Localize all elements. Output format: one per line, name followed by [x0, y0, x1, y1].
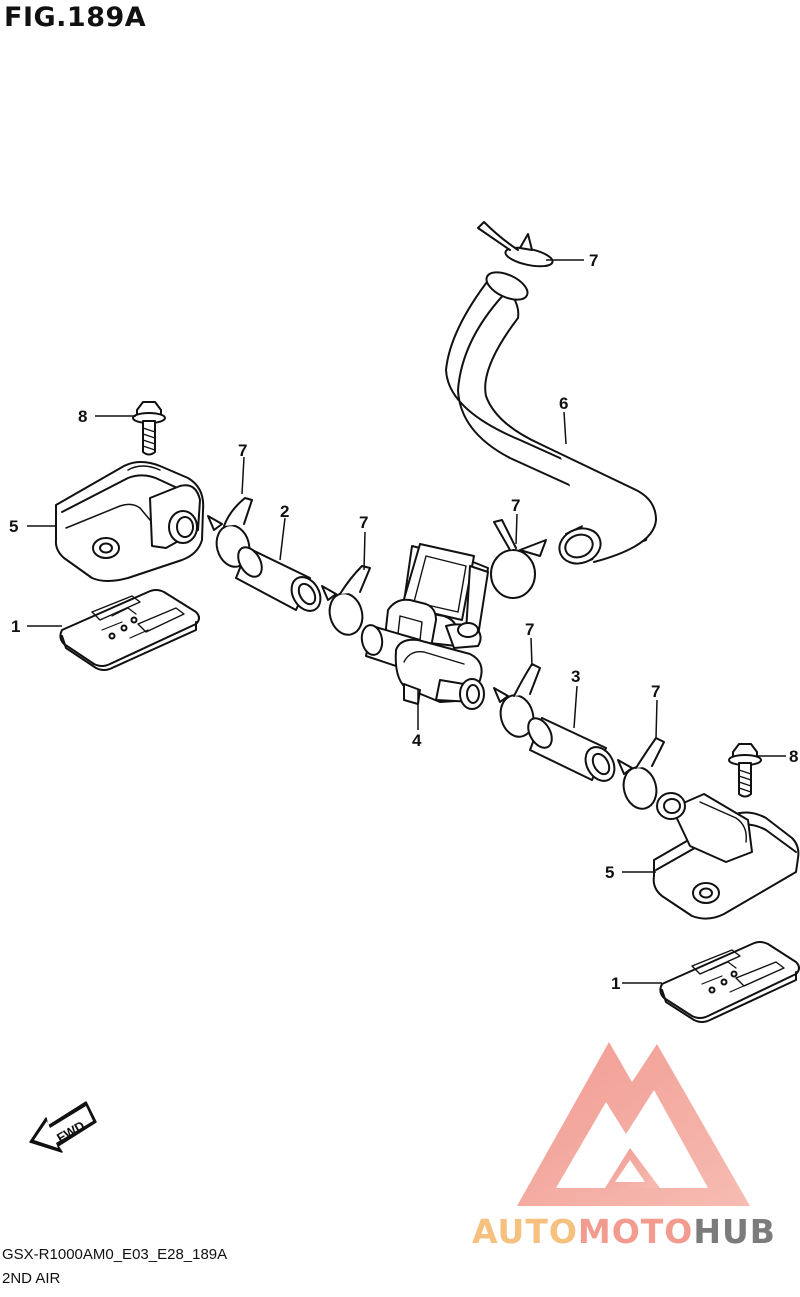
reed-plate-part-1-upper [59, 589, 200, 671]
callout-7-mid: 7 [511, 496, 520, 515]
callout-2: 2 [280, 502, 289, 521]
callout-7-left: 7 [238, 441, 247, 460]
hose-clamp-part-7-d [493, 663, 541, 738]
leader-lines [27, 259, 786, 984]
model-code: GSX-R1000AM0_E03_E28_189A [2, 1246, 228, 1263]
callout-7-right: 7 [651, 682, 660, 701]
callout-labels: 8 5 1 7 2 7 7 6 7 4 7 3 7 8 5 1 [9, 251, 798, 993]
callout-6: 6 [559, 394, 568, 413]
hose-part-3 [527, 717, 616, 782]
hose-clamp-part-7-c [490, 519, 547, 599]
wordmark-moto: MOTO [577, 1212, 694, 1251]
callout-7-mid-right: 7 [525, 620, 534, 639]
bolt-part-8-lower [728, 743, 762, 798]
callout-8-lower: 8 [789, 747, 798, 766]
reed-valve-cover-part-5-upper [54, 461, 205, 582]
callout-7-mid-left: 7 [359, 513, 368, 532]
pair-valve-part-4 [360, 543, 489, 710]
callout-3: 3 [571, 667, 580, 686]
callout-1-upper: 1 [11, 617, 20, 636]
wordmark-hub: HUB [693, 1212, 776, 1251]
reed-plate-part-1-lower [659, 941, 800, 1023]
reed-valve-cover-part-5-lower [652, 792, 800, 920]
callout-5-lower: 5 [605, 863, 614, 882]
callout-5-upper: 5 [9, 517, 18, 536]
hose-clamp-part-7-top [477, 221, 554, 268]
hose-clamp-part-7-b [321, 565, 371, 636]
wordmark-auto: AUTO [472, 1212, 578, 1251]
watermark-wordmark: AUTOMOTOHUB [472, 1212, 776, 1251]
callout-8-upper: 8 [78, 407, 87, 426]
callout-7-top: 7 [589, 251, 598, 270]
figure-title: FIG.189A [4, 2, 147, 33]
hose-part-2 [235, 546, 322, 612]
bolt-part-8-upper [132, 401, 166, 456]
callout-1-lower: 1 [611, 974, 620, 993]
forward-arrow-icon: FWD [29, 1101, 97, 1153]
watermark-logo [517, 1042, 750, 1206]
hose-part-6 [445, 271, 657, 565]
callout-4: 4 [412, 731, 422, 750]
section-name: 2ND AIR [2, 1270, 61, 1287]
